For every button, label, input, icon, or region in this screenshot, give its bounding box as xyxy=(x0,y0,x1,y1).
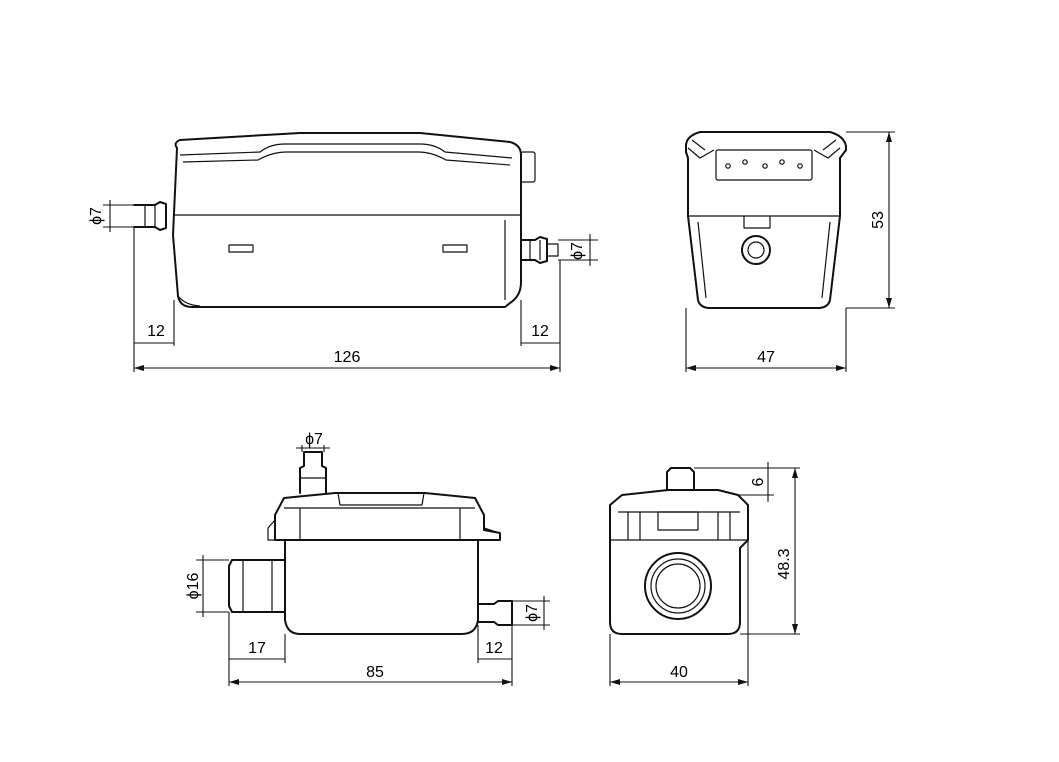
front-top-spigot xyxy=(666,467,695,491)
end-view-bottom-right: 6 48.3 40 xyxy=(609,462,800,686)
front-body-outline xyxy=(609,489,749,635)
end-left-chamfer xyxy=(687,139,715,159)
arrow-48-bottom xyxy=(792,624,798,634)
connector-pin-2 xyxy=(742,159,748,165)
dim-right-dia: ϕ7 xyxy=(569,242,586,260)
connector-pin-4 xyxy=(779,159,785,165)
left-hose-spigot xyxy=(133,201,167,231)
dim-top-6: 6 xyxy=(750,477,767,486)
front-inlet-mid xyxy=(650,558,706,614)
lid-handle xyxy=(337,492,425,506)
dim-width-47: 47 xyxy=(757,349,775,366)
dim-left-12: 12 xyxy=(147,323,165,340)
arrow-85-left xyxy=(229,679,239,685)
dim-inlet-17: 17 xyxy=(248,640,266,657)
inlet-pipe-edge xyxy=(242,560,273,612)
arrow-47-right xyxy=(836,365,846,371)
dim-height-53: 53 xyxy=(870,211,887,229)
dim-outlet-dia: ϕ7 xyxy=(524,604,541,622)
handle-ridge-inner xyxy=(182,151,511,166)
dim-height-48-3: 48.3 xyxy=(776,548,793,579)
dim-line-top-dia xyxy=(296,445,330,452)
tank-body-outline xyxy=(284,539,479,635)
end-body-outline xyxy=(685,131,847,309)
outlet-spigot xyxy=(477,600,513,626)
handle-ridge xyxy=(179,143,513,159)
lid-detail-line xyxy=(284,507,475,540)
tank-lid-outline xyxy=(274,492,501,541)
dim-line-outlet-dia xyxy=(512,596,550,630)
label-slot-left xyxy=(228,244,254,253)
right-spigot-tail xyxy=(547,243,559,257)
dim-line-48-3 xyxy=(740,467,800,635)
inlet-pipe xyxy=(228,559,286,613)
inlet-grip xyxy=(520,151,536,183)
dim-line-left-12 xyxy=(133,228,175,372)
arrow-85-right xyxy=(502,679,512,685)
arrow-40-left xyxy=(610,679,620,685)
front-lid-line xyxy=(610,511,748,541)
dim-line-12-bottom xyxy=(477,625,513,686)
arrow-126-right xyxy=(550,365,560,371)
dim-outlet-12: 12 xyxy=(485,640,503,657)
pump-body-outline xyxy=(172,132,522,308)
outlet-boss xyxy=(743,216,771,229)
connector-pin-1 xyxy=(725,163,731,169)
outlet-ring-outer xyxy=(741,235,771,265)
arrow-53-top xyxy=(886,132,892,142)
side-view-bottom-left: ϕ7 ϕ16 ϕ7 17 12 85 xyxy=(185,431,550,686)
dim-width-40: 40 xyxy=(670,664,688,681)
front-latch-right xyxy=(717,512,731,540)
front-inlet-inner xyxy=(655,563,701,609)
dim-inlet-dia: ϕ16 xyxy=(185,573,202,600)
dim-line-right-dia xyxy=(558,234,598,266)
front-latch-left xyxy=(627,512,641,540)
dim-overall-85: 85 xyxy=(366,664,384,681)
label-slot-right xyxy=(442,244,468,253)
dim-top-dia: ϕ7 xyxy=(305,431,323,448)
dim-line-inlet-dia xyxy=(196,555,229,617)
dim-line-47 xyxy=(685,308,847,372)
connector-pin-3 xyxy=(762,163,768,169)
right-hose-spigot xyxy=(520,236,548,264)
connector-pin-5 xyxy=(797,163,803,169)
front-latch-center xyxy=(657,511,699,531)
dim-line-17 xyxy=(228,612,286,686)
dim-left-dia: ϕ7 xyxy=(88,207,105,225)
dim-line-6 xyxy=(694,462,774,502)
dim-line-left-dia xyxy=(103,200,134,232)
arrow-126-left xyxy=(134,365,144,371)
top-vent-spigot xyxy=(299,451,327,494)
arrow-53-bottom xyxy=(886,298,892,308)
front-inlet-outer xyxy=(644,552,712,620)
side-view-top-left: ϕ7 ϕ7 12 12 126 xyxy=(88,132,598,372)
lid-latch xyxy=(267,519,497,541)
arrow-40-right xyxy=(738,679,748,685)
lower-body-curve xyxy=(177,295,201,307)
dim-right-12: 12 xyxy=(531,323,549,340)
end-side-edges xyxy=(697,221,831,299)
dim-line-right-12 xyxy=(520,260,561,372)
dim-line-40 xyxy=(609,540,749,686)
end-view-top-right: 53 47 xyxy=(685,131,895,372)
outlet-ring-inner xyxy=(747,241,765,259)
arrow-47-left xyxy=(686,365,696,371)
left-spigot-ribs xyxy=(144,205,156,227)
dim-overall-126: 126 xyxy=(334,349,361,366)
connector-housing xyxy=(715,149,813,181)
arrow-48-top xyxy=(792,468,798,478)
dim-line-53 xyxy=(846,131,895,309)
right-spigot-ribs xyxy=(529,240,541,260)
end-right-chamfer xyxy=(813,139,841,159)
